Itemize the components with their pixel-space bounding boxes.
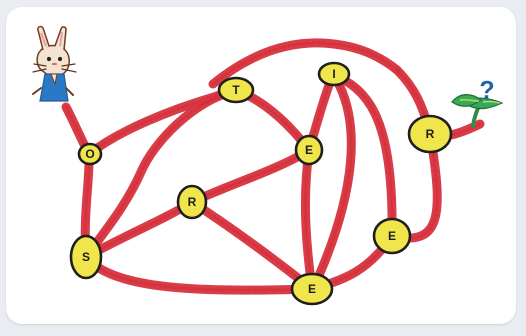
- path-t-to-s: [81, 85, 241, 262]
- maze-paths: [61, 38, 485, 295]
- letter-node-e-lower[interactable]: E: [290, 272, 334, 306]
- path-t-to-i-top-texture: [211, 41, 399, 86]
- letter-node-t[interactable]: T: [217, 76, 255, 104]
- path-t-to-i-top: [208, 38, 402, 89]
- letter-node-r-right[interactable]: R: [407, 114, 453, 154]
- letter-node-s-label: S: [82, 250, 90, 264]
- letter-node-e-center-label: E: [305, 143, 313, 157]
- carrot-sprout-icon: ?: [451, 77, 504, 128]
- path-i-to-e-lower: [308, 69, 356, 294]
- path-i-to-e-lower-texture: [311, 72, 353, 291]
- letter-node-o-label: O: [85, 147, 94, 161]
- letter-node-e-right[interactable]: E: [372, 217, 412, 255]
- letter-node-r-left[interactable]: R: [176, 184, 208, 220]
- question-mark-icon: ?: [479, 77, 494, 105]
- letter-node-e-right-label: E: [388, 229, 396, 243]
- letter-nodes: O T I R E R: [69, 61, 453, 306]
- letter-node-r-right-label: R: [426, 127, 435, 141]
- letter-node-t-label: T: [232, 83, 240, 97]
- path-t-to-s-texture: [84, 88, 238, 259]
- rabbit-icon: [32, 25, 77, 102]
- letter-node-s[interactable]: S: [69, 234, 103, 280]
- letter-node-e-lower-label: E: [308, 282, 316, 296]
- letter-node-i[interactable]: I: [317, 61, 351, 87]
- letter-node-i-label: I: [332, 67, 335, 81]
- letter-node-r-left-label: R: [188, 195, 197, 209]
- letter-node-e-center[interactable]: E: [294, 134, 324, 166]
- letter-node-o[interactable]: O: [77, 142, 103, 166]
